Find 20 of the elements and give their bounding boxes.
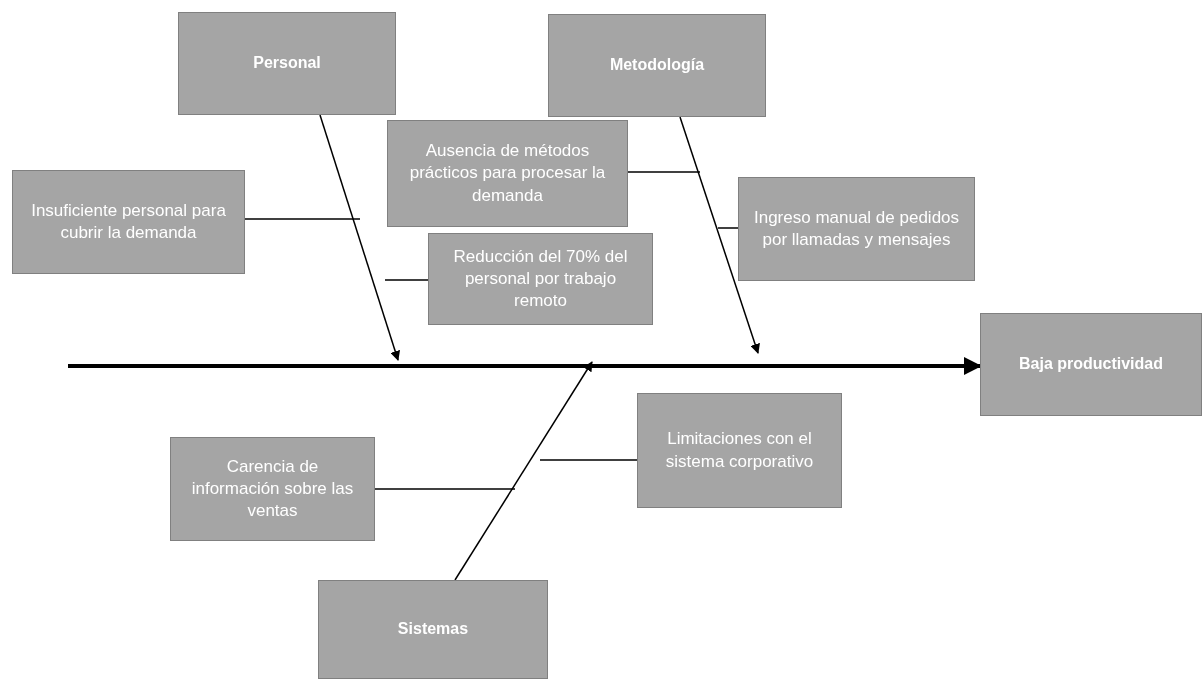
cause-box: Carencia de información sobre las ventas	[170, 437, 375, 541]
arrow	[679, 116, 760, 354]
connector-line	[539, 459, 638, 461]
cause-box: Limitaciones con el sistema corporativo	[637, 393, 842, 508]
connector-line	[244, 218, 361, 220]
effect-box: Baja productividad	[980, 313, 1202, 416]
cause-box: Insuficiente personal para cubrir la demanda	[12, 170, 245, 274]
cause-box: Ingreso manual de pedidos por llamadas y mensajes	[738, 177, 975, 281]
connector-line	[627, 171, 701, 173]
arrow	[319, 114, 401, 361]
connector-line	[374, 488, 516, 490]
arrow	[454, 361, 593, 581]
cause-box: Reducción del 70% del personal por trabajo remoto	[428, 233, 653, 325]
connector-line	[717, 227, 739, 229]
category-box: Personal	[178, 12, 396, 115]
arrow	[68, 357, 982, 375]
category-box: Metodología	[548, 14, 766, 117]
cause-box: Ausencia de métodos prácticos para procesar la demanda	[387, 120, 628, 227]
connector-line	[384, 279, 429, 281]
category-box: Sistemas	[318, 580, 548, 679]
